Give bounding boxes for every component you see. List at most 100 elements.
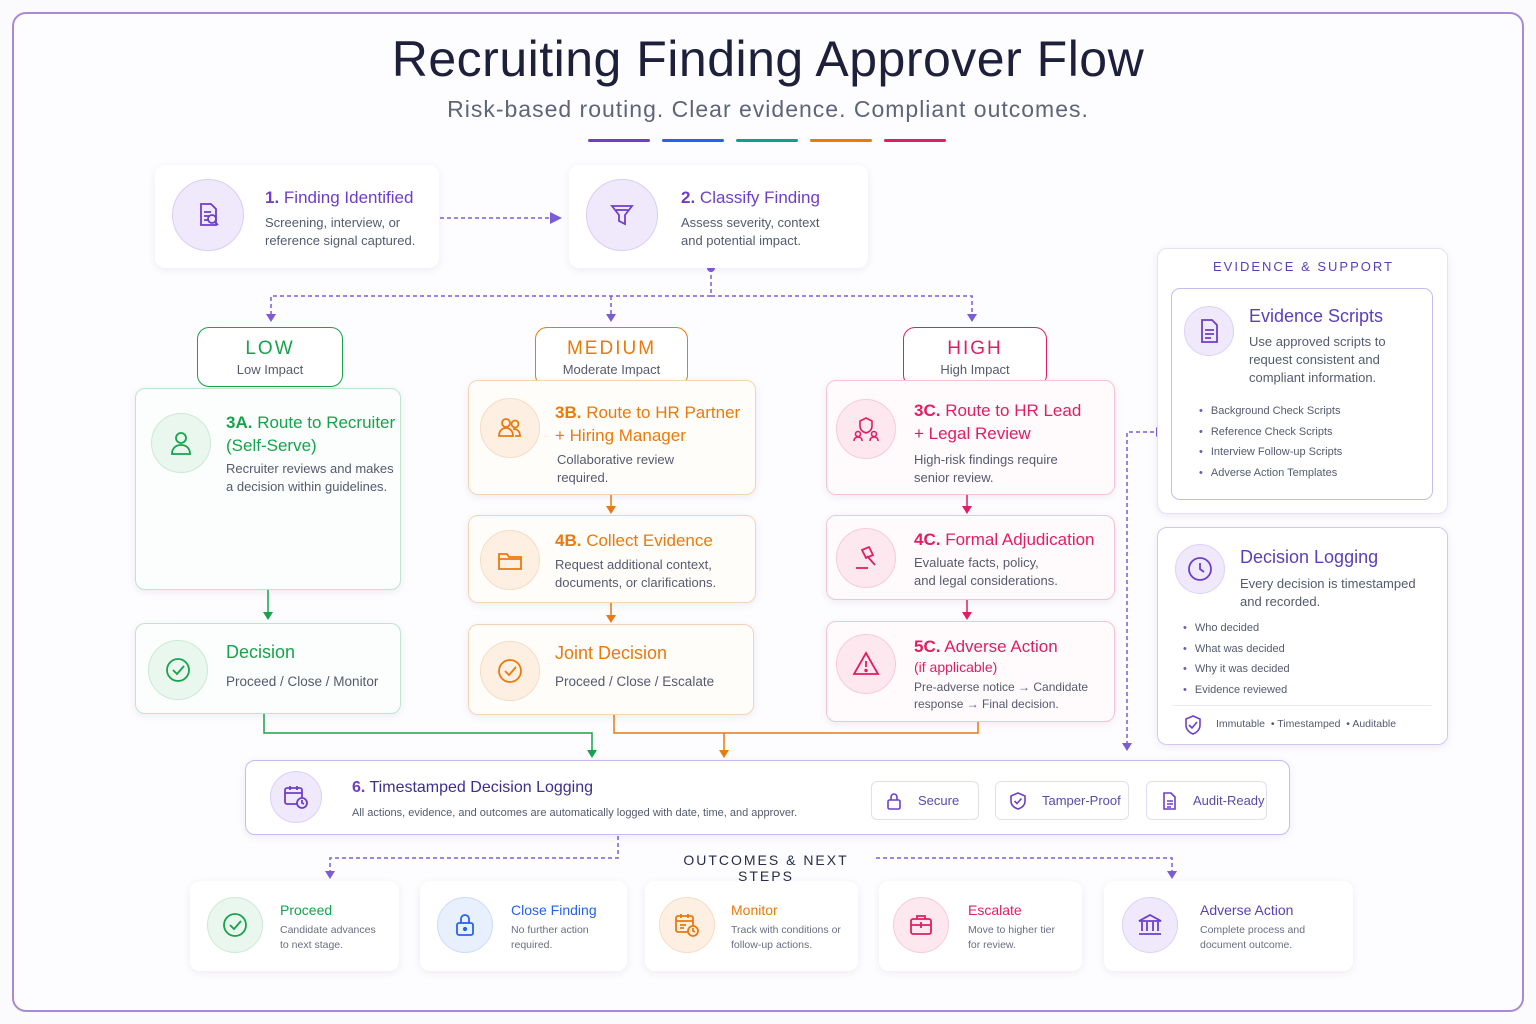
step-2-title: Classify Finding	[699, 188, 820, 207]
check-circle-icon	[480, 641, 540, 701]
medium-collect-card: 4B. Collect Evidence Request additional …	[468, 515, 756, 603]
high-route-desc-line1: High-risk findings require	[914, 452, 1058, 467]
decision-logging-footer: Immutable • Timestamped • Auditable	[1216, 718, 1397, 730]
outcome-monitor-title: Monitor	[731, 902, 778, 918]
outcome-escalate: Escalate Move to higher tier for review.	[879, 881, 1082, 971]
medium-collect-number: 4B.	[555, 531, 582, 550]
high-route-number: 3C.	[914, 401, 941, 420]
outcome-adverse-desc-line1: Complete process and	[1200, 924, 1306, 936]
stripe-blue	[662, 139, 724, 142]
check-circle-icon	[148, 640, 208, 700]
tier-high-sub: High Impact	[940, 362, 1010, 377]
high-route-card: 3C. Route to HR Lead + Legal Review High-…	[826, 380, 1115, 495]
tier-low-name: LOW	[245, 338, 295, 359]
warning-icon	[836, 634, 896, 694]
high-route-title2: + Legal Review	[914, 424, 1031, 443]
step-finding-identified: 1. Finding Identified Screening, intervi…	[155, 165, 439, 268]
outcome-escalate-desc-line2: for review.	[968, 939, 1016, 951]
high-route-desc-line2: senior review.	[914, 470, 994, 485]
page-title: Recruiting Finding Approver Flow	[391, 31, 1145, 87]
medium-decision-desc: Proceed / Close / Escalate	[555, 674, 715, 689]
list-item: Interview Follow-up Scripts	[1199, 442, 1342, 463]
high-adverse-desc-line1: Pre-adverse notice → Candidate	[914, 680, 1089, 694]
page-subtitle: Risk-based routing. Clear evidence. Comp…	[447, 96, 1089, 122]
outcome-escalate-title: Escalate	[968, 902, 1022, 918]
badge-tamper-proof-label: Tamper-Proof	[1042, 793, 1121, 808]
list-item: What was decided	[1183, 639, 1290, 660]
outcome-close-desc-line2: required.	[511, 939, 553, 951]
calendar-clock-icon	[659, 897, 715, 953]
evidence-scripts-desc-line3: compliant information.	[1249, 370, 1377, 385]
list-item: Adverse Action Templates	[1199, 463, 1342, 484]
evidence-scripts-title: Evidence Scripts	[1249, 306, 1384, 326]
low-decision-card: Decision Proceed / Close / Monitor	[135, 623, 401, 714]
evidence-scripts-desc-line2: request consistent and	[1249, 352, 1380, 367]
outcome-proceed-title: Proceed	[280, 902, 333, 918]
outcome-adverse-title: Adverse Action	[1200, 902, 1294, 918]
step-2-desc-line1: Assess severity, context	[681, 215, 820, 230]
decision-logging-card: Decision Logging Every decision is times…	[1157, 527, 1448, 745]
high-adjudication-desc-line2: and legal considerations.	[914, 573, 1058, 588]
low-route-title1: Route to Recruiter	[257, 413, 396, 432]
timestamp-desc: All actions, evidence, and outcomes are …	[352, 807, 798, 819]
evidence-support-panel: EVIDENCE & SUPPORT Evidence Scripts Use …	[1157, 248, 1448, 514]
outcome-close-finding: Close Finding No further action required…	[420, 881, 627, 971]
step-1-title: Finding Identified	[283, 188, 414, 207]
low-route-card: 3A. Route to Recruiter(Self-Serve) Recru…	[135, 388, 401, 590]
courthouse-icon	[1122, 897, 1178, 953]
outcome-close-desc-line1: No further action	[511, 924, 589, 936]
high-route-title1: Route to HR Lead	[945, 401, 1082, 420]
high-adverse-sub: (if applicable)	[914, 659, 998, 675]
funnel-icon	[586, 179, 658, 251]
high-adjudication-card: 4C. Formal Adjudication Evaluate facts, …	[826, 515, 1115, 600]
step-classify-finding: 2. Classify Finding Assess severity, con…	[569, 165, 868, 268]
high-adverse-number: 5C.	[914, 637, 941, 656]
low-route-desc-line1: Recruiter reviews and makes	[226, 461, 394, 476]
document-icon	[1184, 306, 1234, 356]
medium-collect-desc-line2: documents, or clarifications.	[555, 575, 717, 590]
stripe-purple	[588, 139, 650, 142]
list-item: Who decided	[1183, 618, 1290, 639]
step-2-desc-line2: and potential impact.	[681, 233, 801, 248]
low-route-title2: (Self-Serve)	[226, 436, 317, 455]
shield-users-icon	[836, 399, 896, 459]
document-icon	[1163, 791, 1176, 810]
medium-route-title2: + Hiring Manager	[555, 426, 686, 445]
outcome-escalate-desc-line1: Move to higher tier	[968, 924, 1055, 936]
timestamp-number: 6.	[352, 779, 366, 796]
outcome-adverse-desc-line2: document outcome.	[1200, 939, 1293, 951]
tier-medium-sub: Moderate Impact	[562, 362, 661, 377]
tier-low: LOW Low Impact	[197, 327, 343, 387]
shield-check-icon	[1185, 715, 1201, 735]
badge-tamper-proof: Tamper-Proof	[995, 781, 1129, 820]
gavel-icon	[836, 528, 896, 588]
medium-route-title1: Route to HR Partner	[586, 403, 741, 422]
user-icon	[151, 413, 211, 473]
medium-decision-title: Joint Decision	[555, 643, 668, 663]
low-decision-title: Decision	[226, 642, 296, 662]
high-adverse-title: Adverse Action	[944, 637, 1058, 656]
outcome-adverse-action: Adverse Action Complete process and docu…	[1104, 881, 1353, 971]
outcome-monitor: Monitor Track with conditions or follow-…	[645, 881, 858, 971]
step-2-number: 2.	[681, 188, 696, 207]
calendar-clock-icon	[270, 771, 322, 823]
tier-medium: MEDIUM Moderate Impact	[535, 327, 688, 387]
badge-audit-ready: Audit-Ready	[1146, 781, 1267, 820]
evidence-scripts-card: Evidence Scripts Use approved scripts to…	[1171, 288, 1433, 500]
medium-route-card: 3B. Route to HR Partner+ Hiring Manager …	[468, 380, 756, 495]
decision-logging-desc-line1: Every decision is timestamped	[1240, 576, 1416, 591]
timestamp-logging-bar: 6. Timestamped Decision Logging All acti…	[245, 760, 1290, 835]
lock-icon	[437, 897, 493, 953]
tier-low-sub: Low Impact	[236, 362, 304, 377]
medium-route-desc-line1: Collaborative review	[557, 452, 675, 467]
outcomes-heading: OUTCOMES & NEXT STEPS	[658, 852, 874, 884]
medium-route-number: 3B.	[555, 403, 582, 422]
outcome-proceed-desc-line1: Candidate advances	[280, 924, 376, 936]
list-item: Why it was decided	[1183, 659, 1290, 680]
high-adjudication-desc-line1: Evaluate facts, policy,	[914, 555, 1039, 570]
low-decision-desc: Proceed / Close / Monitor	[226, 674, 379, 689]
badge-secure: Secure	[871, 781, 979, 820]
high-adverse-card: 5C. Adverse Action (if applicable) Pre-a…	[826, 621, 1115, 722]
evidence-scripts-desc-line1: Use approved scripts to	[1249, 334, 1386, 349]
